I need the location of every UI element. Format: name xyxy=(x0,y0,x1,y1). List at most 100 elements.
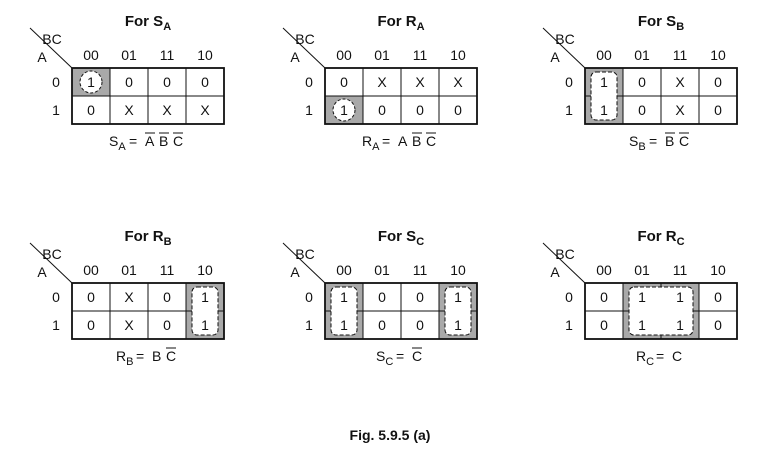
eq-term: B xyxy=(152,348,161,364)
cell-value: X xyxy=(675,102,685,118)
eq-lhs-sub: B xyxy=(126,356,133,368)
col-header: 10 xyxy=(450,47,466,63)
map-equation: RC= C xyxy=(636,348,682,368)
eq-lhs-main: S xyxy=(376,348,385,364)
eq-equals: = xyxy=(129,133,137,149)
eq-lhs: SA xyxy=(109,133,126,153)
col-header: 00 xyxy=(83,262,99,278)
map-title-main: For R xyxy=(124,228,163,245)
row-header: 0 xyxy=(565,74,573,90)
eq-term: C xyxy=(426,133,436,149)
cell-value: 1 xyxy=(676,317,684,333)
eq-equals: = xyxy=(136,348,144,364)
eq-lhs-sub: A xyxy=(372,141,380,153)
map-title: For RC xyxy=(637,228,684,248)
eq-lhs-main: S xyxy=(629,133,638,149)
col-header: 01 xyxy=(121,47,137,63)
row-var-label: A xyxy=(37,49,47,65)
row-header: 1 xyxy=(565,317,573,333)
cell-value: 1 xyxy=(340,102,348,118)
cell-value: 1 xyxy=(600,102,608,118)
map-title-sub: C xyxy=(416,236,424,248)
eq-term: B xyxy=(159,133,168,149)
eq-lhs-main: R xyxy=(636,348,646,364)
cell-value: 1 xyxy=(454,317,462,333)
col-header: 10 xyxy=(710,262,726,278)
col-header: 11 xyxy=(673,262,688,278)
map-title-main: For R xyxy=(377,13,416,30)
cell-value: 0 xyxy=(638,74,646,90)
corner-diagonal xyxy=(282,27,326,69)
cell-value: 0 xyxy=(378,317,386,333)
map-title-main: For S xyxy=(638,13,676,30)
cell-value: X xyxy=(124,102,134,118)
map-title-main: For S xyxy=(378,228,416,245)
map-title-sub: A xyxy=(417,21,425,33)
cell-value: 0 xyxy=(714,74,722,90)
row-header: 1 xyxy=(305,317,313,333)
map-title: For RB xyxy=(124,228,171,248)
group-loop xyxy=(330,286,358,336)
col-header: 00 xyxy=(336,262,352,278)
cell-value: 1 xyxy=(454,289,462,305)
cell-value: X xyxy=(124,289,134,305)
col-header: 10 xyxy=(197,47,213,63)
cell-value: 1 xyxy=(676,289,684,305)
eq-equals: = xyxy=(656,348,664,364)
map-title-main: For S xyxy=(125,13,163,30)
eq-lhs: RC xyxy=(636,348,654,368)
map-title: For SB xyxy=(638,13,684,33)
col-var-label: BC xyxy=(42,246,61,262)
eq-term: B xyxy=(665,133,674,149)
eq-lhs: SC xyxy=(376,348,393,368)
eq-term: C xyxy=(672,348,682,364)
col-header: 11 xyxy=(160,47,175,63)
cell-value: 0 xyxy=(125,74,133,90)
row-header: 0 xyxy=(565,289,573,305)
cell-value: 1 xyxy=(340,317,348,333)
col-header: 11 xyxy=(160,262,175,278)
col-header: 00 xyxy=(596,47,612,63)
cell-value: X xyxy=(162,102,172,118)
cell-value: 1 xyxy=(600,74,608,90)
group-loop xyxy=(628,286,694,336)
cell-value: 1 xyxy=(201,317,209,333)
cell-value: 0 xyxy=(87,317,95,333)
col-header: 01 xyxy=(634,262,650,278)
cell-value: 0 xyxy=(454,102,462,118)
map-title-sub: C xyxy=(677,236,685,248)
map-title: For SC xyxy=(378,228,424,248)
cell-value: 0 xyxy=(416,317,424,333)
minterm-circle xyxy=(79,70,103,94)
row-header: 1 xyxy=(52,102,60,118)
figure-caption: Fig. 5.9.5 (a) xyxy=(350,427,431,443)
eq-equals: = xyxy=(396,348,404,364)
map-title: For RA xyxy=(377,13,424,33)
cell-value: 1 xyxy=(87,74,95,90)
col-var-label: BC xyxy=(555,31,574,47)
cell-value: X xyxy=(200,102,210,118)
cell-value: 0 xyxy=(163,74,171,90)
map-title-sub: B xyxy=(164,236,172,248)
row-header: 0 xyxy=(305,289,313,305)
map-equation: SC=C xyxy=(376,347,422,368)
col-header: 01 xyxy=(374,262,390,278)
row-var-label: A xyxy=(550,49,560,65)
row-header: 1 xyxy=(305,102,313,118)
col-header: 01 xyxy=(121,262,137,278)
row-header: 0 xyxy=(52,289,60,305)
eq-lhs-main: R xyxy=(362,133,372,149)
eq-term: C xyxy=(679,133,689,149)
eq-lhs: RB xyxy=(116,348,133,368)
map-title-main: For R xyxy=(637,228,676,245)
cell-value: X xyxy=(377,74,387,90)
col-var-label: BC xyxy=(555,246,574,262)
col-header: 10 xyxy=(197,262,213,278)
